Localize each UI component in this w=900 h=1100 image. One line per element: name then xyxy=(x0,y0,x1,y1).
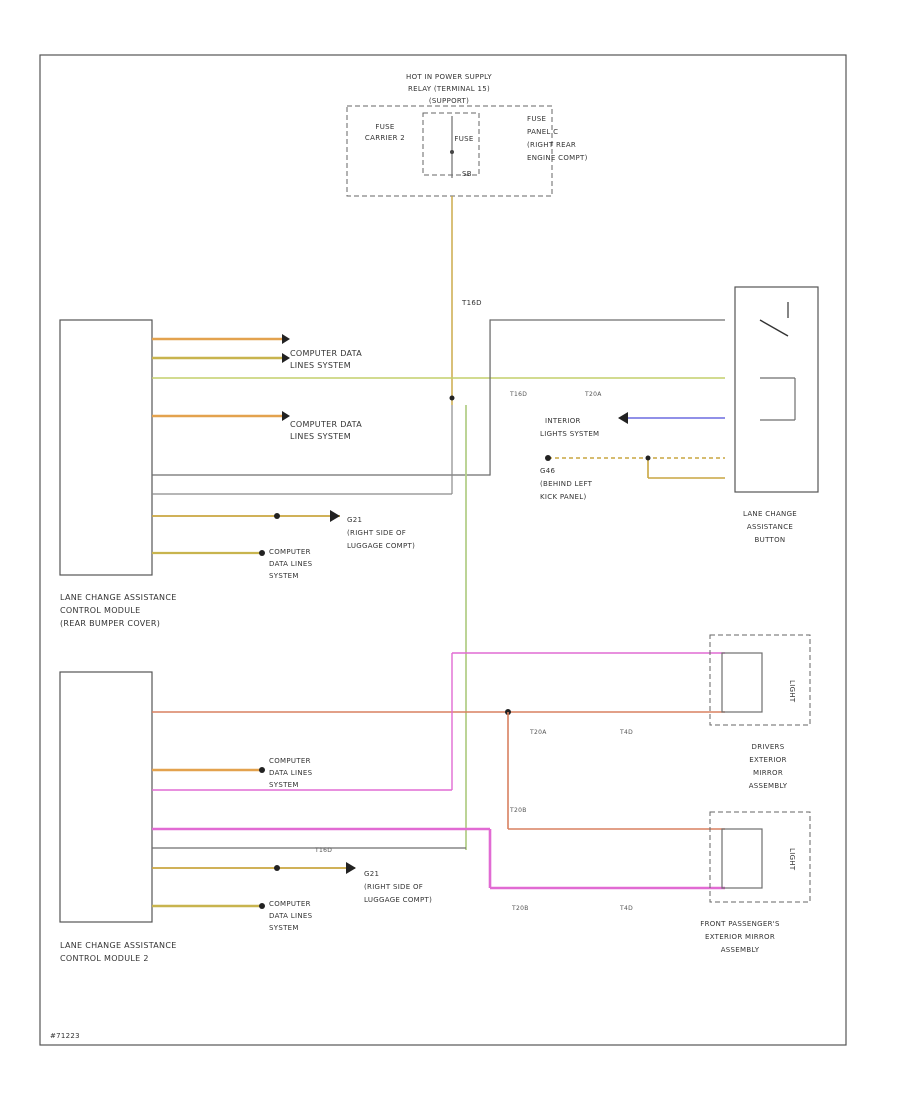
cdl-a-1-line2: LINES SYSTEM xyxy=(290,361,351,370)
button-label-1: LANE CHANGE xyxy=(743,510,797,518)
g21-2-label-1: G21 xyxy=(364,870,379,878)
interior-lights-1: INTERIOR xyxy=(545,417,581,425)
g21-label-2: (RIGHT SIDE OF xyxy=(347,529,406,537)
cdl-b-2-line3: SYSTEM xyxy=(269,781,299,789)
connector-t20b-2: T20B xyxy=(511,905,529,912)
cdl-b-3-line3: SYSTEM xyxy=(269,924,299,932)
cdl-a-2-line2: LINES SYSTEM xyxy=(290,432,351,441)
g46-label-1: G46 xyxy=(540,467,555,475)
passenger-mirror-label-3: ASSEMBLY xyxy=(721,946,760,954)
connector-t20a-low: T20A xyxy=(529,729,547,736)
fuse-panel-label-2: PANEL C xyxy=(527,128,558,136)
cdl-b-2-line2: DATA LINES xyxy=(269,769,313,777)
m2-splice-cdl-1 xyxy=(259,767,265,773)
g21-label-1: G21 xyxy=(347,516,362,524)
cdl-b-3-line2: DATA LINES xyxy=(269,912,313,920)
cdl-b-2-line1: COMPUTER xyxy=(269,757,311,765)
g21-label-3: LUGGAGE COMPT) xyxy=(347,542,415,550)
m1-splice-top xyxy=(449,395,455,401)
m1-arrow-2 xyxy=(282,353,290,363)
passenger-mirror-motor xyxy=(721,828,763,889)
passenger-mirror-side: LIGHT xyxy=(788,848,796,871)
g46-splice-2 xyxy=(645,455,651,461)
control-module-1 xyxy=(59,319,153,576)
button-box xyxy=(734,286,819,493)
g46-label-2: (BEHIND LEFT xyxy=(540,480,593,488)
g21-arrow-2 xyxy=(346,862,356,874)
module2-label-1: LANE CHANGE ASSISTANCE xyxy=(60,941,177,950)
module1-label-2: CONTROL MODULE xyxy=(60,606,141,615)
driver-mirror-motor xyxy=(721,652,763,713)
fuse-sb: SB xyxy=(462,170,472,178)
m1-splice-cdl xyxy=(259,550,265,556)
cdl-b-1-line2: DATA LINES xyxy=(269,560,313,568)
passenger-mirror-label-1: FRONT PASSENGER'S xyxy=(700,920,780,928)
module2-label-2: CONTROL MODULE 2 xyxy=(60,954,149,963)
connector-t4d-low: T4D xyxy=(619,729,633,736)
fuse-carrier-label-1: FUSE xyxy=(375,123,394,131)
module1-label-3: (REAR BUMPER COVER) xyxy=(60,619,160,628)
driver-mirror-side: LIGHT xyxy=(788,680,796,703)
fuse-panel-label-1: FUSE xyxy=(527,115,546,123)
cdl-b-1-line1: COMPUTER xyxy=(269,548,311,556)
connector-t16-top: T16D xyxy=(461,299,482,307)
relay-title-1: HOT IN POWER SUPPLY xyxy=(406,73,492,81)
m2-splice-g21 xyxy=(274,865,280,871)
connector-t16-mid: T16D xyxy=(509,391,527,398)
button-label-2: ASSISTANCE xyxy=(747,523,793,531)
connector-t4d-2: T4D xyxy=(619,905,633,912)
fuse-carrier-label-2: CARRIER 2 xyxy=(365,134,405,142)
fuse-panel-label-3: (RIGHT REAR xyxy=(527,141,576,149)
footer-code: #71223 xyxy=(50,1032,80,1040)
fuse-carrier-box xyxy=(346,105,553,197)
driver-mirror-label-1: DRIVERS xyxy=(752,743,785,751)
driver-mirror-box xyxy=(709,634,811,726)
relay-title-2: RELAY (TERMINAL 15) xyxy=(408,85,490,93)
fuse-terminal xyxy=(450,150,454,154)
fuse-label: FUSE xyxy=(454,135,473,143)
fuse-inner-box xyxy=(422,112,480,176)
cdl-a-1-line1: COMPUTER DATA xyxy=(290,349,362,358)
cdl-b-1-line3: SYSTEM xyxy=(269,572,299,580)
g46-splice xyxy=(545,455,551,461)
interior-lights-2: LIGHTS SYSTEM xyxy=(540,430,599,438)
g21-2-label-2: (RIGHT SIDE OF xyxy=(364,883,423,891)
driver-mirror-label-4: ASSEMBLY xyxy=(749,782,788,790)
m1-arrow-3 xyxy=(282,411,290,421)
m1-splice-g21 xyxy=(274,513,280,519)
connector-t20b: T20B xyxy=(509,807,527,814)
connector-t20a-mid: T20A xyxy=(584,391,602,398)
g21-2-label-3: LUGGAGE COMPT) xyxy=(364,896,432,904)
diagram-frame xyxy=(39,54,847,1046)
driver-mirror-label-3: MIRROR xyxy=(753,769,783,777)
passenger-mirror-label-2: EXTERIOR MIRROR xyxy=(705,933,775,941)
module1-label-1: LANE CHANGE ASSISTANCE xyxy=(60,593,177,602)
driver-mirror-label-2: EXTERIOR xyxy=(749,756,787,764)
button-switch-arm xyxy=(759,319,789,337)
control-module-2 xyxy=(59,671,153,923)
fuse-panel-label-4: ENGINE COMPT) xyxy=(527,154,588,162)
passenger-mirror-box xyxy=(709,811,811,903)
m1-arrow-1 xyxy=(282,334,290,344)
cdl-b-3-line1: COMPUTER xyxy=(269,900,311,908)
g21-arrow-1 xyxy=(330,510,340,522)
button-label-3: BUTTON xyxy=(755,536,786,544)
connector-t16-bottom: T16D xyxy=(314,847,332,854)
interior-lights-arrow xyxy=(618,412,628,424)
g46-label-3: KICK PANEL) xyxy=(540,493,587,501)
m2-splice-cdl-2 xyxy=(259,903,265,909)
relay-title-3: (SUPPORT) xyxy=(429,97,469,105)
cdl-a-2-line1: COMPUTER DATA xyxy=(290,420,362,429)
